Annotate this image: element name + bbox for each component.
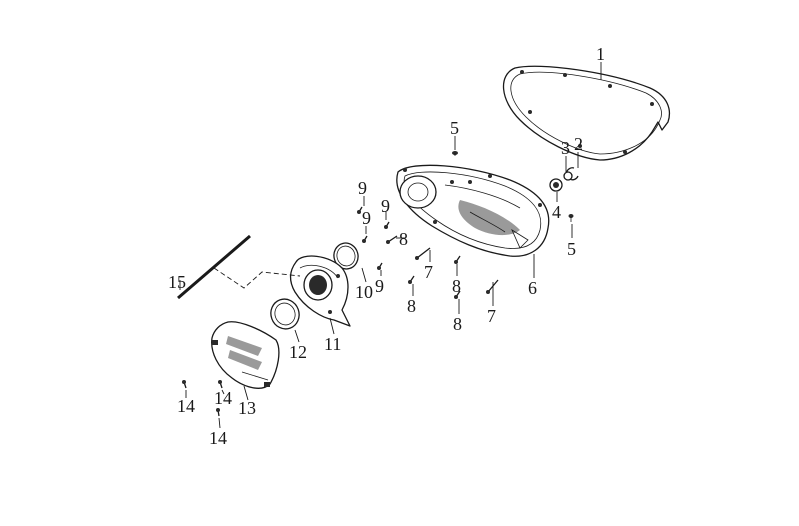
part-13-intake-cover bbox=[211, 321, 280, 389]
bolt-14c bbox=[216, 408, 220, 417]
bolt-7a bbox=[415, 247, 431, 260]
callout-9b: 9 bbox=[362, 208, 371, 228]
bolt-7b bbox=[486, 279, 499, 294]
callout-14c: 14 bbox=[209, 428, 227, 448]
callout-10: 10 bbox=[355, 282, 373, 302]
callout-8d: 8 bbox=[453, 314, 462, 334]
bolt-5a bbox=[452, 151, 458, 156]
callout-9c: 9 bbox=[381, 196, 390, 216]
bolt-8d bbox=[454, 290, 461, 299]
callout-15: 15 bbox=[168, 272, 186, 292]
callout-9a: 9 bbox=[358, 178, 367, 198]
callout-14a: 14 bbox=[177, 396, 195, 416]
bolt-9b bbox=[362, 235, 368, 243]
callout-8b: 8 bbox=[452, 276, 461, 296]
callout-14b: 14 bbox=[214, 388, 232, 408]
bolt-9c bbox=[384, 221, 390, 229]
leader-lines bbox=[179, 62, 602, 429]
part-11-duct-plate bbox=[289, 255, 351, 327]
bolt-9d bbox=[377, 262, 383, 270]
callouts: 1 2 3 4 5 5 6 7 7 8 8 8 8 9 9 9 9 10 11 … bbox=[168, 44, 605, 448]
callout-5a: 5 bbox=[450, 118, 459, 138]
callout-5b: 5 bbox=[567, 239, 576, 259]
callout-13: 13 bbox=[238, 398, 256, 418]
bolts bbox=[182, 151, 574, 417]
part-6-main-cover bbox=[396, 164, 550, 257]
callout-9d: 9 bbox=[375, 276, 384, 296]
callout-8a: 8 bbox=[399, 229, 408, 249]
callout-7b: 7 bbox=[487, 306, 496, 326]
callout-1: 1 bbox=[596, 44, 605, 64]
callout-3: 3 bbox=[561, 138, 570, 158]
callout-2: 2 bbox=[574, 134, 583, 154]
bolt-14b bbox=[218, 380, 223, 389]
bolt-14a bbox=[182, 380, 187, 389]
callout-7a: 7 bbox=[424, 262, 433, 282]
bolt-9a bbox=[357, 206, 363, 214]
bolt-8b bbox=[454, 255, 461, 264]
part-4-bearing bbox=[549, 178, 563, 192]
part-3-washer bbox=[563, 171, 573, 181]
part-12-seal-ring bbox=[270, 298, 300, 330]
bolt-8a bbox=[386, 235, 398, 244]
callout-8c: 8 bbox=[407, 296, 416, 316]
part-1-gasket bbox=[502, 65, 671, 161]
bolt-8c bbox=[408, 275, 415, 284]
callout-11: 11 bbox=[324, 334, 341, 354]
callout-12: 12 bbox=[289, 342, 307, 362]
part-15-rod bbox=[177, 234, 301, 300]
callout-4: 4 bbox=[552, 202, 561, 222]
callout-6: 6 bbox=[528, 278, 537, 298]
bolt-5b bbox=[568, 214, 574, 222]
part-10-o-ring bbox=[333, 242, 359, 270]
